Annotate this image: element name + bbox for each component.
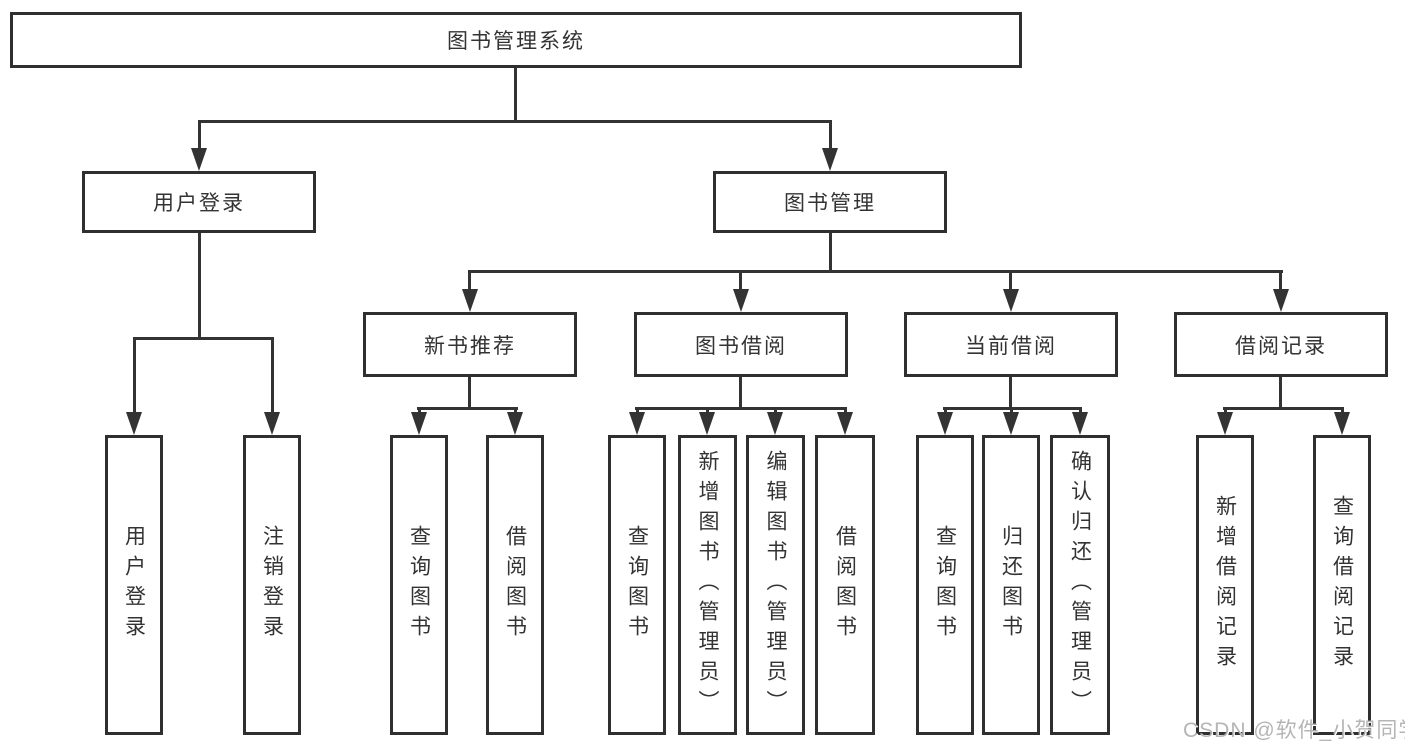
leaf-query-borrow-record: 查询借阅记录 [1313,435,1371,735]
leaf-query-books-borrowing: 查询图书 [608,435,666,735]
leaf-logout: 注销登录 [243,435,301,735]
leaf-return-book: 归还图书 [982,435,1040,735]
leaf-confirm-return-admin: 确认归还（管理员） [1050,435,1110,735]
arrowhead-down-icon [837,412,853,435]
connector-line [271,337,274,415]
connector-line [739,273,742,292]
connector-line [1341,407,1344,415]
connector-line [468,270,1283,273]
arrowhead-down-icon [1217,412,1233,435]
connector-line [133,337,274,340]
leaf-borrow-books-recommend: 借阅图书 [486,435,544,735]
connector-line [635,407,847,410]
node-current-borrowing: 当前借阅 [904,312,1118,377]
connector-line [829,120,832,151]
connector-line [1279,273,1282,292]
leaf-query-books-current: 查询图书 [916,435,974,735]
connector-line [1224,407,1227,415]
connector-line [774,407,777,415]
leaf-query-books-recommend: 查询图书 [390,435,448,735]
connector-line [1009,273,1012,292]
connector-line [1223,407,1344,410]
connector-line [514,68,517,123]
arrowhead-down-icon [1273,289,1289,312]
connector-line [739,377,742,410]
leaf-user-login: 用户登录 [105,435,163,735]
connector-line [1279,377,1282,410]
connector-line [636,407,639,415]
connector-line [468,273,471,292]
connector-line [1009,377,1012,410]
arrowhead-down-icon [264,412,280,435]
arrowhead-down-icon [462,289,478,312]
connector-line [198,233,201,340]
arrowhead-down-icon [937,412,953,435]
node-user-login: 用户登录 [82,171,316,233]
arrowhead-down-icon [699,412,715,435]
arrowhead-down-icon [1334,412,1350,435]
watermark-text: CSDN @软件_小贺同学 [1183,719,1405,742]
arrowhead-down-icon [191,148,207,171]
arrowhead-down-icon [733,289,749,312]
arrowhead-down-icon [1003,289,1019,312]
connector-line [829,233,832,273]
arrowhead-down-icon [1072,412,1088,435]
connector-line [198,120,832,123]
arrowhead-down-icon [629,412,645,435]
connector-line [1079,407,1082,415]
arrowhead-down-icon [126,412,142,435]
node-book-borrowing: 图书借阅 [634,312,848,377]
node-borrowing-records: 借阅记录 [1174,312,1388,377]
arrowhead-down-icon [1003,412,1019,435]
leaf-edit-book-admin: 编辑图书（管理员） [746,435,805,735]
arrowhead-down-icon [767,412,783,435]
connector-line [418,407,421,415]
node-library-system: 图书管理系统 [10,12,1022,68]
connector-line [468,377,471,410]
leaf-add-borrow-record: 新增借阅记录 [1196,435,1254,735]
connector-line [706,407,709,415]
connector-line [944,407,947,415]
connector-line [1010,407,1013,415]
connector-line [514,407,517,415]
connector-line [844,407,847,415]
arrowhead-down-icon [507,412,523,435]
node-new-book-recommend: 新书推荐 [363,312,577,377]
arrowhead-down-icon [822,148,838,171]
node-book-management: 图书管理 [713,171,947,233]
leaf-borrow-books-borrowing: 借阅图书 [815,435,875,735]
connector-line [198,120,201,151]
connector-line [417,407,518,410]
connector-line [133,337,136,415]
leaf-add-book-admin: 新增图书（管理员） [678,435,737,735]
arrowhead-down-icon [411,412,427,435]
